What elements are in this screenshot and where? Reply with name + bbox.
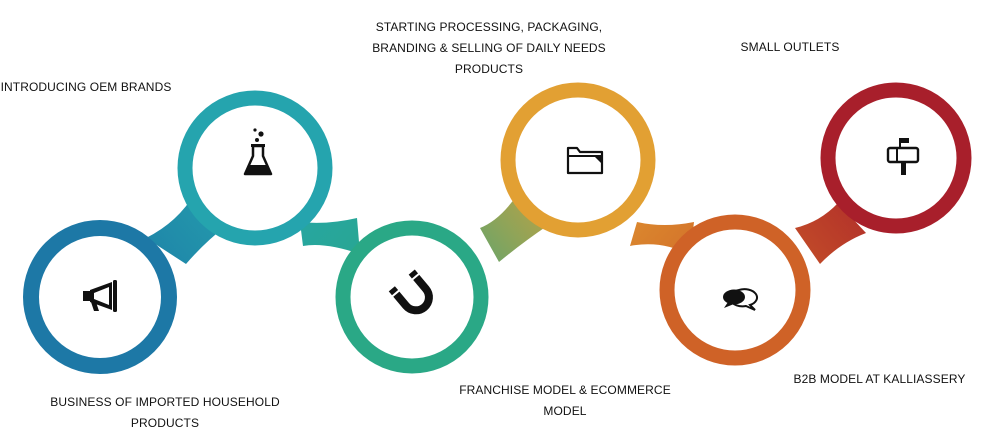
step-1-label-line-2: PRODUCTS xyxy=(130,416,200,430)
mailbox-icon xyxy=(886,138,920,175)
ring-step-3 xyxy=(335,220,489,374)
step-2-label: INTRODUCING OEM BRANDS xyxy=(0,77,172,98)
step-4-label: STARTING PROCESSING, PACKAGING, BRANDING… xyxy=(348,17,630,80)
step-5-label: B2B MODEL AT KALLIASSERY xyxy=(768,369,991,390)
step-3-label-line-2: MODEL xyxy=(543,404,587,418)
step-2-label-line-1: INTRODUCING OEM BRANDS xyxy=(0,80,172,94)
step-3-label: FRANCHISE MODEL & ECOMMERCE MODEL xyxy=(430,380,700,422)
step-4-label-line-1: STARTING PROCESSING, PACKAGING, xyxy=(375,20,603,34)
step-3-label-line-1: FRANCHISE MODEL & ECOMMERCE xyxy=(459,383,671,397)
connector-2-3 xyxy=(300,218,360,254)
step-4-label-line-3: PRODUCTS xyxy=(454,62,524,76)
step-4-label-line-2: BRANDING & SELLING OF DAILY NEEDS xyxy=(372,41,606,55)
step-1-label-line-1: BUSINESS OF IMPORTED HOUSEHOLD xyxy=(50,395,280,409)
magnet-icon xyxy=(388,269,433,315)
connector-5-6 xyxy=(795,203,866,264)
folder-icon xyxy=(566,146,604,175)
step-1-label: BUSINESS OF IMPORTED HOUSEHOLD PRODUCTS xyxy=(30,392,300,434)
step-6-label-line-1: SMALL OUTLETS xyxy=(740,40,840,54)
step-5-label-line-1: B2B MODEL AT KALLIASSERY xyxy=(793,372,966,386)
megaphone-icon xyxy=(83,280,117,312)
chat-bubbles-icon xyxy=(723,288,759,311)
step-6-label: SMALL OUTLETS xyxy=(700,37,880,58)
flask-icon xyxy=(243,128,273,176)
